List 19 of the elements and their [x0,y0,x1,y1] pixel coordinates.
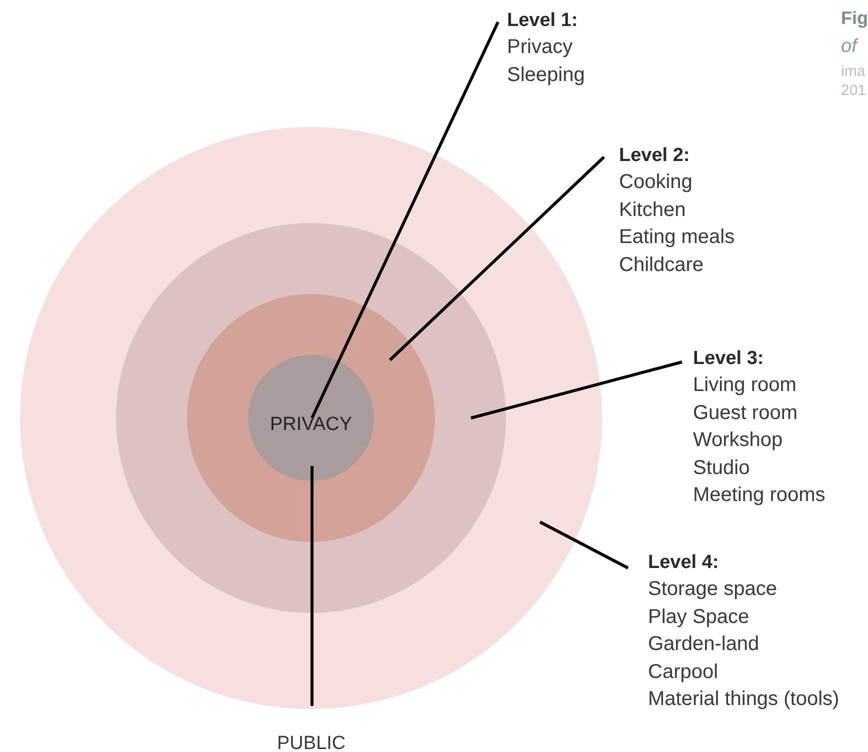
activity-list: Storage space Play Space Garden-land Carpool Material things (tools) [648,576,863,714]
axis-label: PUBLIC [277,732,347,752]
level-heading: Level 2: [619,144,690,168]
leader-line [310,466,314,706]
activity-list: Cooking Kitchen Eating meals Childcare [619,169,759,279]
level-heading: Level 3: [693,347,764,371]
caption-fragment: 201 [841,82,866,99]
caption-fragment: Fig [841,8,868,29]
leader-line [470,360,682,420]
caption-fragment: of [841,36,857,58]
activity-list: Privacy Sleeping [507,34,617,89]
activity-list: Living room Guest room Workshop Studio Meeting rooms [693,372,863,510]
leader-line [310,21,500,419]
leader-line [388,156,606,362]
leader-line [539,520,629,570]
level-heading: Level 4: [648,551,719,575]
caption-fragment: ima [841,63,866,80]
zone-label: PRIVACY [270,414,352,436]
level-heading: Level 1: [507,9,578,33]
